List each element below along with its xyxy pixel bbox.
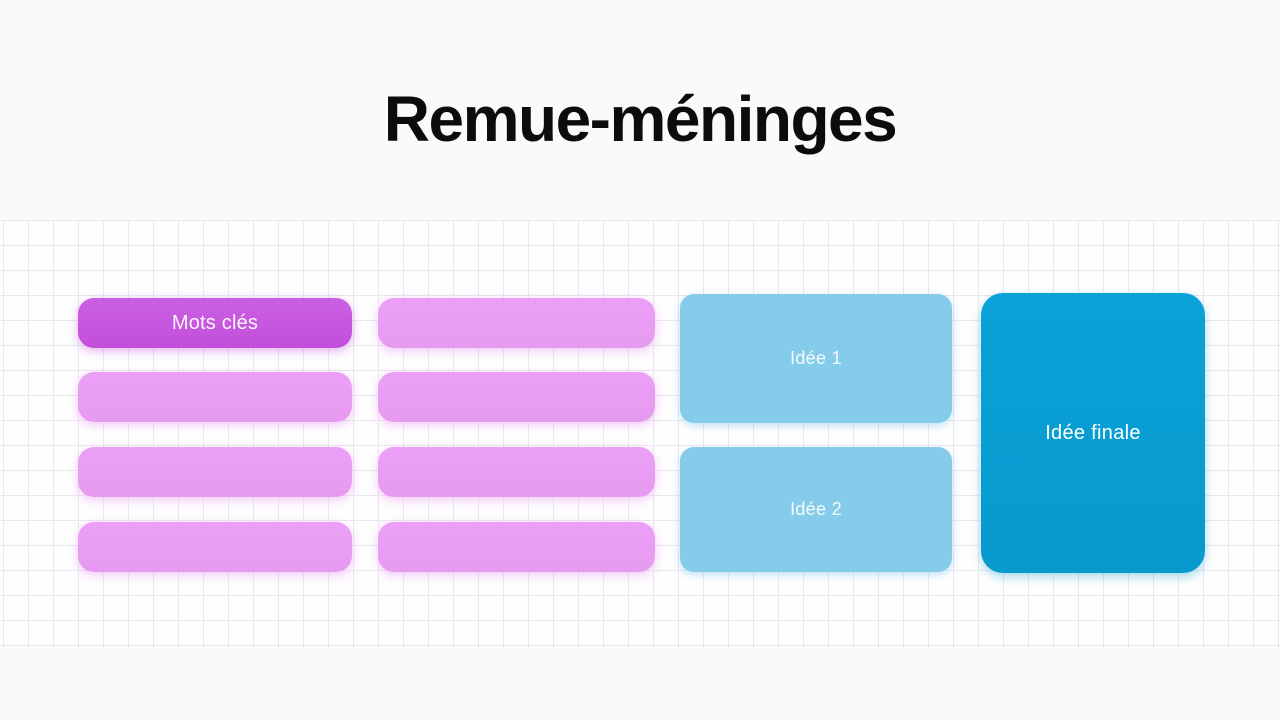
page-title: Remue-méninges xyxy=(383,83,898,155)
keyword-pill[interactable] xyxy=(378,298,655,348)
keyword-pill-main[interactable]: Mots clés xyxy=(78,298,352,348)
final-idea-card[interactable]: Idée finale xyxy=(981,293,1205,573)
keyword-pill[interactable] xyxy=(78,372,352,422)
keyword-pill[interactable] xyxy=(78,522,352,572)
keyword-pill[interactable] xyxy=(378,522,655,572)
final-idea-label: Idée finale xyxy=(1045,421,1141,444)
idea-card-1[interactable]: Idée 1 xyxy=(680,294,952,423)
idea-card-label: Idée 2 xyxy=(790,499,842,519)
idea-card-label: Idée 1 xyxy=(790,348,842,368)
keyword-pill-label: Mots clés xyxy=(171,311,259,334)
keyword-pill[interactable] xyxy=(378,447,655,497)
keyword-pill[interactable] xyxy=(378,372,655,422)
idea-card-2[interactable]: Idée 2 xyxy=(680,447,952,572)
keyword-pill[interactable] xyxy=(78,447,352,497)
